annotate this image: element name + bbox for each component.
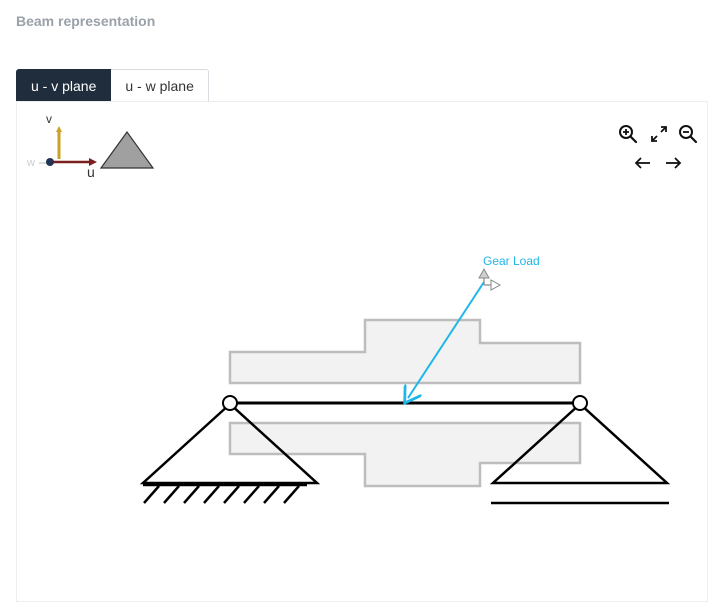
beam-canvas[interactable]: v w u — [16, 101, 708, 602]
plane-tabs: u - v plane u - w plane — [16, 69, 209, 102]
plane-indicator-triangle — [99, 130, 155, 169]
gear-load[interactable]: Gear Load — [408, 254, 540, 398]
w-axis-label: w — [26, 157, 35, 169]
gear-load-arrow — [408, 281, 485, 398]
beam-diagram: v w u — [26, 112, 671, 505]
tab-uw-plane[interactable]: u - w plane — [111, 69, 209, 102]
zoom-in-icon[interactable] — [616, 122, 640, 146]
gear-load-label: Gear Load — [483, 254, 540, 268]
right-node — [572, 395, 588, 411]
axis-triad: v w u — [26, 112, 155, 180]
arrow-right-icon[interactable] — [661, 151, 685, 175]
u-axis-label: u — [87, 164, 95, 180]
axis-origin — [46, 158, 54, 166]
section-title: Beam representation — [16, 13, 156, 29]
shaft-upper-outline — [228, 318, 582, 385]
right-support-roller — [489, 402, 671, 505]
arrow-left-icon[interactable] — [631, 151, 655, 175]
left-support-pinned — [139, 402, 321, 504]
v-axis-label: v — [46, 112, 52, 126]
expand-icon[interactable] — [647, 122, 671, 146]
shaft-lower-outline — [228, 421, 582, 488]
tab-uv-plane[interactable]: u - v plane — [16, 69, 112, 102]
zoom-out-icon[interactable] — [676, 122, 700, 146]
left-node — [222, 395, 238, 411]
